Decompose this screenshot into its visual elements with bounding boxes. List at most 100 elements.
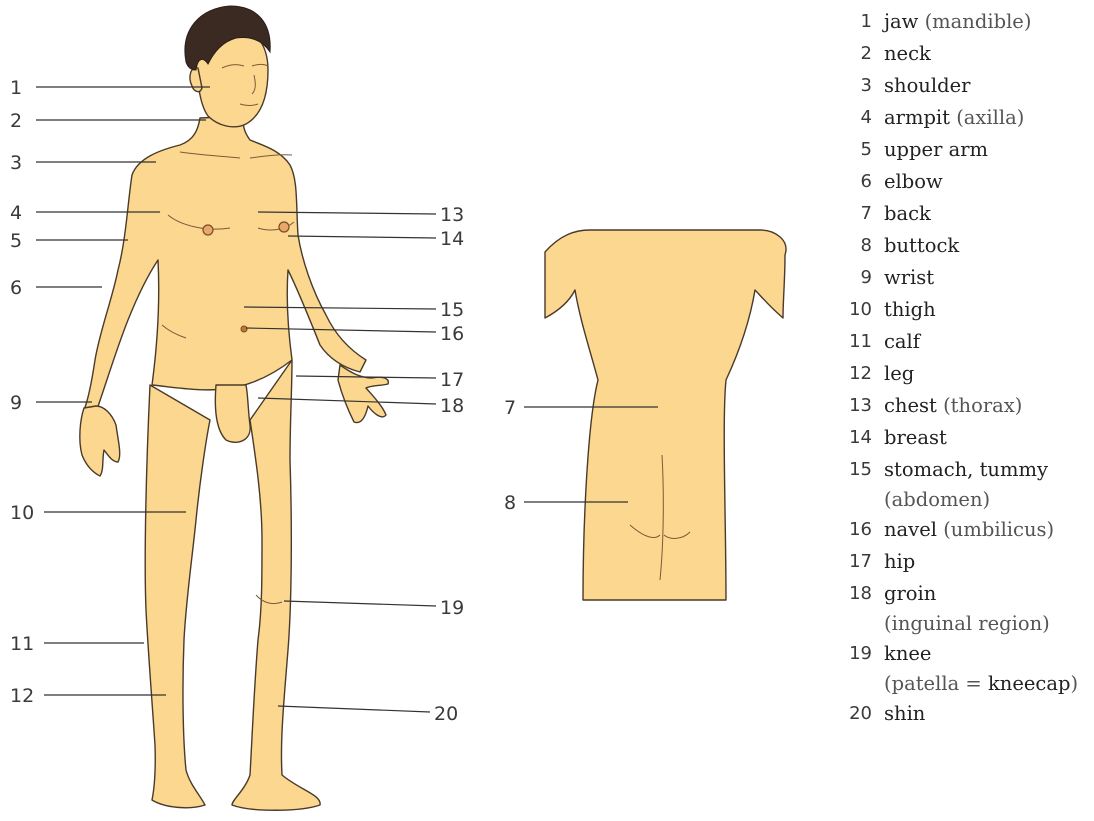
- legend-item: 4 armpit (axilla): [810, 102, 1094, 134]
- callout-14: 14: [440, 228, 464, 250]
- legend-number: 15: [810, 454, 872, 486]
- legend-number: 8: [810, 230, 872, 262]
- legend-term: navel: [884, 518, 937, 541]
- callout-1: 1: [10, 77, 22, 99]
- callout-17: 17: [440, 369, 464, 391]
- legend-detail: (mandible): [925, 10, 1032, 33]
- callout-12: 12: [10, 685, 34, 707]
- callout-10: 10: [10, 502, 34, 524]
- legend-item: 20 shin: [810, 698, 1094, 730]
- legend-number: 9: [810, 262, 872, 294]
- legend-number: 2: [810, 38, 872, 70]
- nipple-right: [279, 222, 289, 232]
- legend-number: 20: [810, 698, 872, 730]
- callout-9: 9: [10, 392, 22, 414]
- genitals: [215, 385, 250, 442]
- legend-detail: (axilla): [956, 106, 1024, 129]
- callout-4: 4: [10, 202, 22, 224]
- legend-item: 5 upper arm: [810, 134, 1094, 166]
- leader-20: [278, 706, 430, 712]
- legend-number: 14: [810, 422, 872, 454]
- legend-term: chest: [884, 394, 937, 417]
- torso: [84, 116, 366, 412]
- legend-list: 1 jaw (mandible) 2 neck 3 shoulder 4 arm…: [810, 6, 1094, 730]
- legend-term: armpit: [884, 106, 950, 129]
- legend-number: 12: [810, 358, 872, 390]
- legend-number: 7: [810, 198, 872, 230]
- legend-term: leg: [884, 362, 914, 385]
- legend-term: jaw: [884, 10, 918, 33]
- legend-item: 10 thigh: [810, 294, 1094, 326]
- legend-item: 13 chest (thorax): [810, 390, 1094, 422]
- back-torso: [545, 230, 786, 600]
- legend-item: 8 buttock: [810, 230, 1094, 262]
- legend-item: 2 neck: [810, 38, 1094, 70]
- legend-number: 11: [810, 326, 872, 358]
- legend-term: shoulder: [884, 74, 970, 97]
- legend-item: 9 wrist: [810, 262, 1094, 294]
- legend-number: 3: [810, 70, 872, 102]
- legend-number: 16: [810, 514, 872, 546]
- legend-detail: (umbilicus): [943, 518, 1054, 541]
- callout-20: 20: [434, 703, 458, 725]
- back-body-figure: [545, 230, 786, 600]
- legend-term: kneecap: [988, 672, 1071, 695]
- navel-mark: [241, 326, 247, 332]
- legend-item: 15 stomach, tummy: [810, 454, 1094, 486]
- legend-item: 18 groin: [810, 578, 1094, 610]
- legend-item: 17 hip: [810, 546, 1094, 578]
- callout-3: 3: [10, 152, 22, 174]
- legend-item: 7 back: [810, 198, 1094, 230]
- legend-term: neck: [884, 42, 931, 65]
- legend-number: 6: [810, 166, 872, 198]
- legend-term: thigh: [884, 298, 936, 321]
- legend-item: 14 breast: [810, 422, 1094, 454]
- legend-item: 12 leg: [810, 358, 1094, 390]
- legend-number: 19: [810, 638, 872, 670]
- legend-item: 19 knee: [810, 638, 1094, 670]
- legend-term: elbow: [884, 170, 943, 193]
- callout-15: 15: [440, 299, 464, 321]
- legend-number: 5: [810, 134, 872, 166]
- legend-number: 1: [810, 6, 872, 38]
- legend-number: 13: [810, 390, 872, 422]
- nipple-left: [203, 225, 213, 235]
- callout-6: 6: [10, 277, 22, 299]
- callout-18: 18: [440, 395, 464, 417]
- callout-19: 19: [440, 597, 464, 619]
- legend-term: knee: [884, 642, 931, 665]
- legend-term: shin: [884, 702, 925, 725]
- legend-item: 11 calf: [810, 326, 1094, 358]
- callout-16: 16: [440, 323, 464, 345]
- callout-2: 2: [10, 110, 22, 132]
- legend-number: 17: [810, 546, 872, 578]
- legend-term: wrist: [884, 266, 934, 289]
- callout-7: 7: [504, 397, 516, 419]
- legend-item: 1 jaw (mandible): [810, 6, 1094, 38]
- legend-item: 6 elbow: [810, 166, 1094, 198]
- legend-detail: (inguinal region): [884, 612, 1050, 635]
- callout-5: 5: [10, 230, 22, 252]
- legend-item-continuation: (abdomen): [810, 486, 1094, 514]
- legend-number: 4: [810, 102, 872, 134]
- legend-term: stomach, tummy: [884, 458, 1048, 481]
- legend-number: 18: [810, 578, 872, 610]
- legend-detail: (abdomen): [884, 488, 990, 511]
- front-body-figure: [80, 6, 388, 810]
- legend-term: buttock: [884, 234, 959, 257]
- legend-term: breast: [884, 426, 947, 449]
- left-hand: [80, 406, 120, 476]
- legend-term: groin: [884, 582, 936, 605]
- legend-term: back: [884, 202, 931, 225]
- legend-term: hip: [884, 550, 915, 573]
- legend-detail: (patella =: [884, 672, 988, 695]
- left-leg: [145, 385, 210, 808]
- legend-number: 10: [810, 294, 872, 326]
- legend-term: upper arm: [884, 138, 988, 161]
- leader-14: [288, 236, 436, 238]
- legend-item: 16 navel (umbilicus): [810, 514, 1094, 546]
- legend-item-continuation: (inguinal region): [810, 610, 1094, 638]
- callout-8: 8: [504, 492, 516, 514]
- legend-item: 3 shoulder: [810, 70, 1094, 102]
- legend-item-continuation: (patella = kneecap): [810, 670, 1094, 698]
